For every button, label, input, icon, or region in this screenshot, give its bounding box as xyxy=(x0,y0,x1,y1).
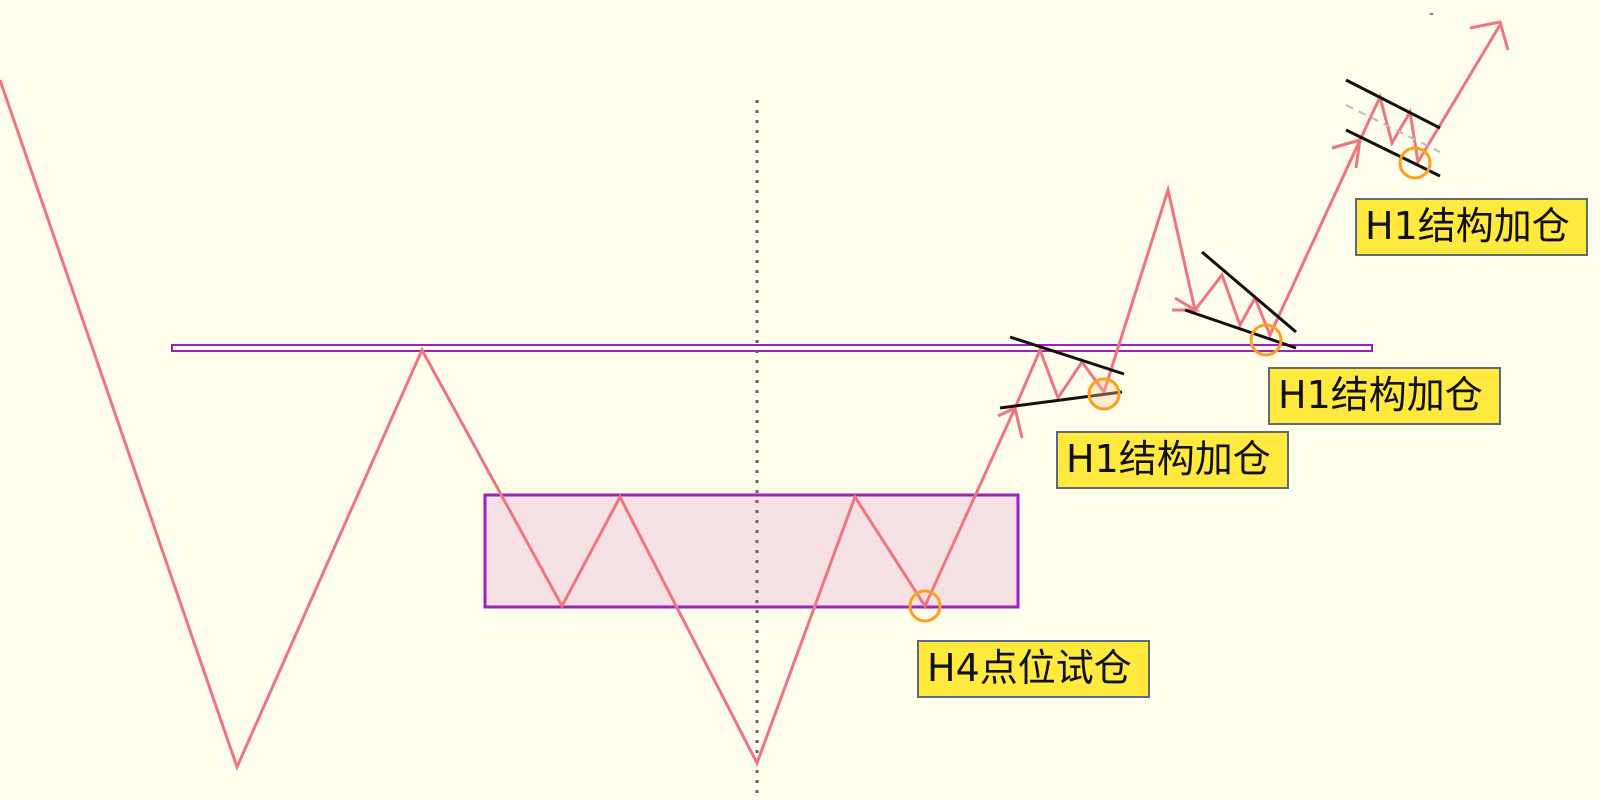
structure-3-mid-dashed-line xyxy=(1345,104,1441,153)
arrow-head-1 xyxy=(997,405,1024,439)
label-h4-entry: H4点位试仓 xyxy=(917,640,1150,698)
entry-circle-h1-3 xyxy=(1398,146,1432,180)
entry-circle-h1-1 xyxy=(1087,377,1121,411)
consolidation-zone xyxy=(483,493,1020,609)
corner-mark: - xyxy=(1429,6,1435,22)
resistance-level xyxy=(171,344,1373,352)
entry-circle-h1-2 xyxy=(1249,323,1283,357)
arrow-head-3 xyxy=(1331,137,1362,169)
arrow-head-2 xyxy=(1172,296,1201,312)
label-h1-add-2: H1结构加仓 xyxy=(1268,367,1501,425)
structure-3-lower-trendline xyxy=(1345,128,1441,178)
structure-2-lower-trendline xyxy=(1184,308,1297,350)
label-h1-add-3: H1结构加仓 xyxy=(1355,198,1588,256)
structure-1-upper-trendline xyxy=(1009,335,1125,376)
label-h1-add-1: H1结构加仓 xyxy=(1056,431,1289,489)
entry-circle-h4 xyxy=(908,589,942,623)
arrow-head-final xyxy=(1469,20,1510,51)
structure-1-lower-trendline xyxy=(999,390,1123,410)
structure-3-upper-trendline xyxy=(1345,78,1441,130)
structure-2-upper-trendline xyxy=(1201,250,1297,334)
